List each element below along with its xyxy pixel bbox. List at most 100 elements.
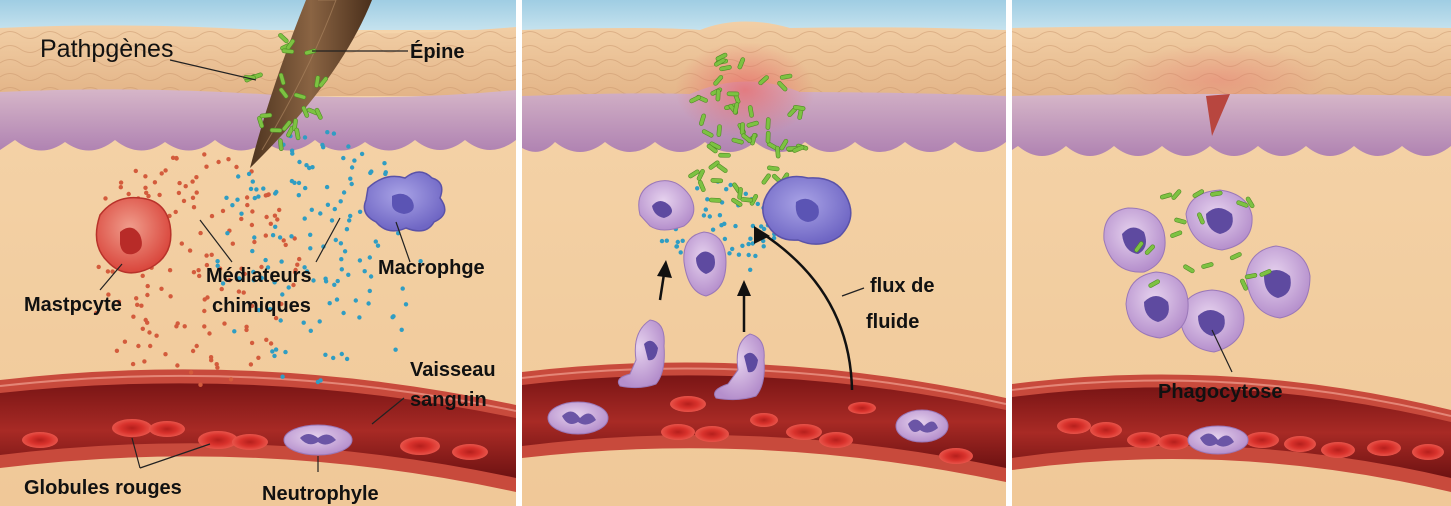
pathogen-rod [281,48,295,54]
mediator-dot [674,244,680,249]
pathogen-group [688,52,809,207]
mediator-dot [265,265,271,270]
mediator-dot [324,184,330,190]
pathogen-rod [719,65,732,72]
mediator-dot [106,292,111,297]
mediator-dot [391,314,396,319]
pathogen-rod [1170,230,1183,238]
mediator-dot [323,276,328,281]
mediator-dot [140,326,145,331]
neutrophil-cell [283,424,353,456]
pathogen-rod [1245,196,1255,209]
mediator-dot [680,238,685,243]
mediator-dot [254,187,259,192]
mediator-dot [703,207,708,212]
mediator-dot [204,253,209,258]
mediator-dot [204,262,210,268]
phagocyte-cell [1185,189,1253,251]
mediator-dot [174,155,179,161]
mediator-dot [230,241,235,246]
inflamed-area [675,42,815,138]
mediator-dot [348,176,353,181]
mediator-dot [333,237,338,243]
mediator-dot [296,193,301,198]
mediator-dot [722,236,728,242]
pathogen-rod [1240,278,1248,291]
mediator-dot [250,209,255,214]
pathogen-rod [1144,244,1155,255]
mediator-dot [339,351,344,357]
mediator-dot [695,186,700,191]
pathogen-rod [731,197,743,207]
mediator-dot [272,280,277,285]
pathogen-rod [699,113,706,126]
pathogen-rod [292,118,298,131]
mediator-dot [292,180,297,185]
mediator-dot [143,185,148,190]
mediator-dot [252,239,257,245]
mediator-dot [263,233,268,238]
label-vessel-line-2: sanguin [410,389,487,411]
mediator-dot [727,251,732,256]
mediator-dot [717,213,723,218]
label-pointer [841,287,865,297]
mediator-dot [286,285,291,290]
mediator-dot [167,268,173,273]
mediator-dot [268,341,274,346]
mediator-dot [176,190,182,196]
red-blood-cells [1057,418,1444,460]
mediator-dot [283,349,288,355]
neutrophil-migrating [683,231,727,297]
pathogen-rod [1134,241,1144,253]
mediator-dot [227,278,232,283]
mediator-dot [302,216,307,221]
pathogen-rod [779,73,793,80]
mediator-dot [256,307,261,313]
mediator-dot [118,180,124,185]
mediator-dot [736,252,742,257]
mediator-dot [259,264,264,270]
mediator-dot [311,278,316,283]
label-macrophage: Macrophge [378,257,485,279]
mediator-dot [755,201,760,207]
mediator-dot [190,179,195,184]
mediator-dot [235,197,240,202]
mediator-dot [236,174,241,179]
mediator-dot [771,235,777,241]
mediator-dot [341,155,346,161]
pathogen-rod [713,75,724,86]
mediator-dot [750,241,755,246]
pathogen-rod [1210,190,1223,197]
pathogen-rod [758,75,769,86]
mediator-dot [215,365,220,370]
mediator-dot [198,230,203,236]
mediator-dot [256,194,261,199]
mediator-dot [280,292,285,297]
mediator-dot [366,301,371,306]
sky-band [0,0,516,30]
neutrophil-cell [1187,425,1249,455]
mediator-dot [114,348,120,353]
mediator-dot [252,195,257,201]
mediator-dot [239,211,244,216]
mediator-dot [359,151,365,157]
mediator-dot [234,164,239,170]
label-mast-cell: Mastpcyte [24,294,122,316]
mediator-dot [220,281,226,286]
mediator-dot [226,157,231,162]
mediator-dot [273,191,278,196]
panel-2: flux de fluide [522,0,1006,506]
mediator-dot [743,191,748,196]
mediator-dot [342,249,348,254]
mediator-dot [344,356,350,362]
label-neutrophil: Neutrophyle [262,483,379,505]
pathogen-rod [716,124,722,137]
mediator-dot [292,236,297,241]
pathogen-rod [294,127,301,141]
pathogen-rod [1183,264,1195,274]
mediator-dot [273,315,279,321]
mediator-dot [357,315,362,320]
mediator-dot [198,382,203,387]
pathogen-rod [737,187,743,200]
mediator-dot [168,294,173,299]
